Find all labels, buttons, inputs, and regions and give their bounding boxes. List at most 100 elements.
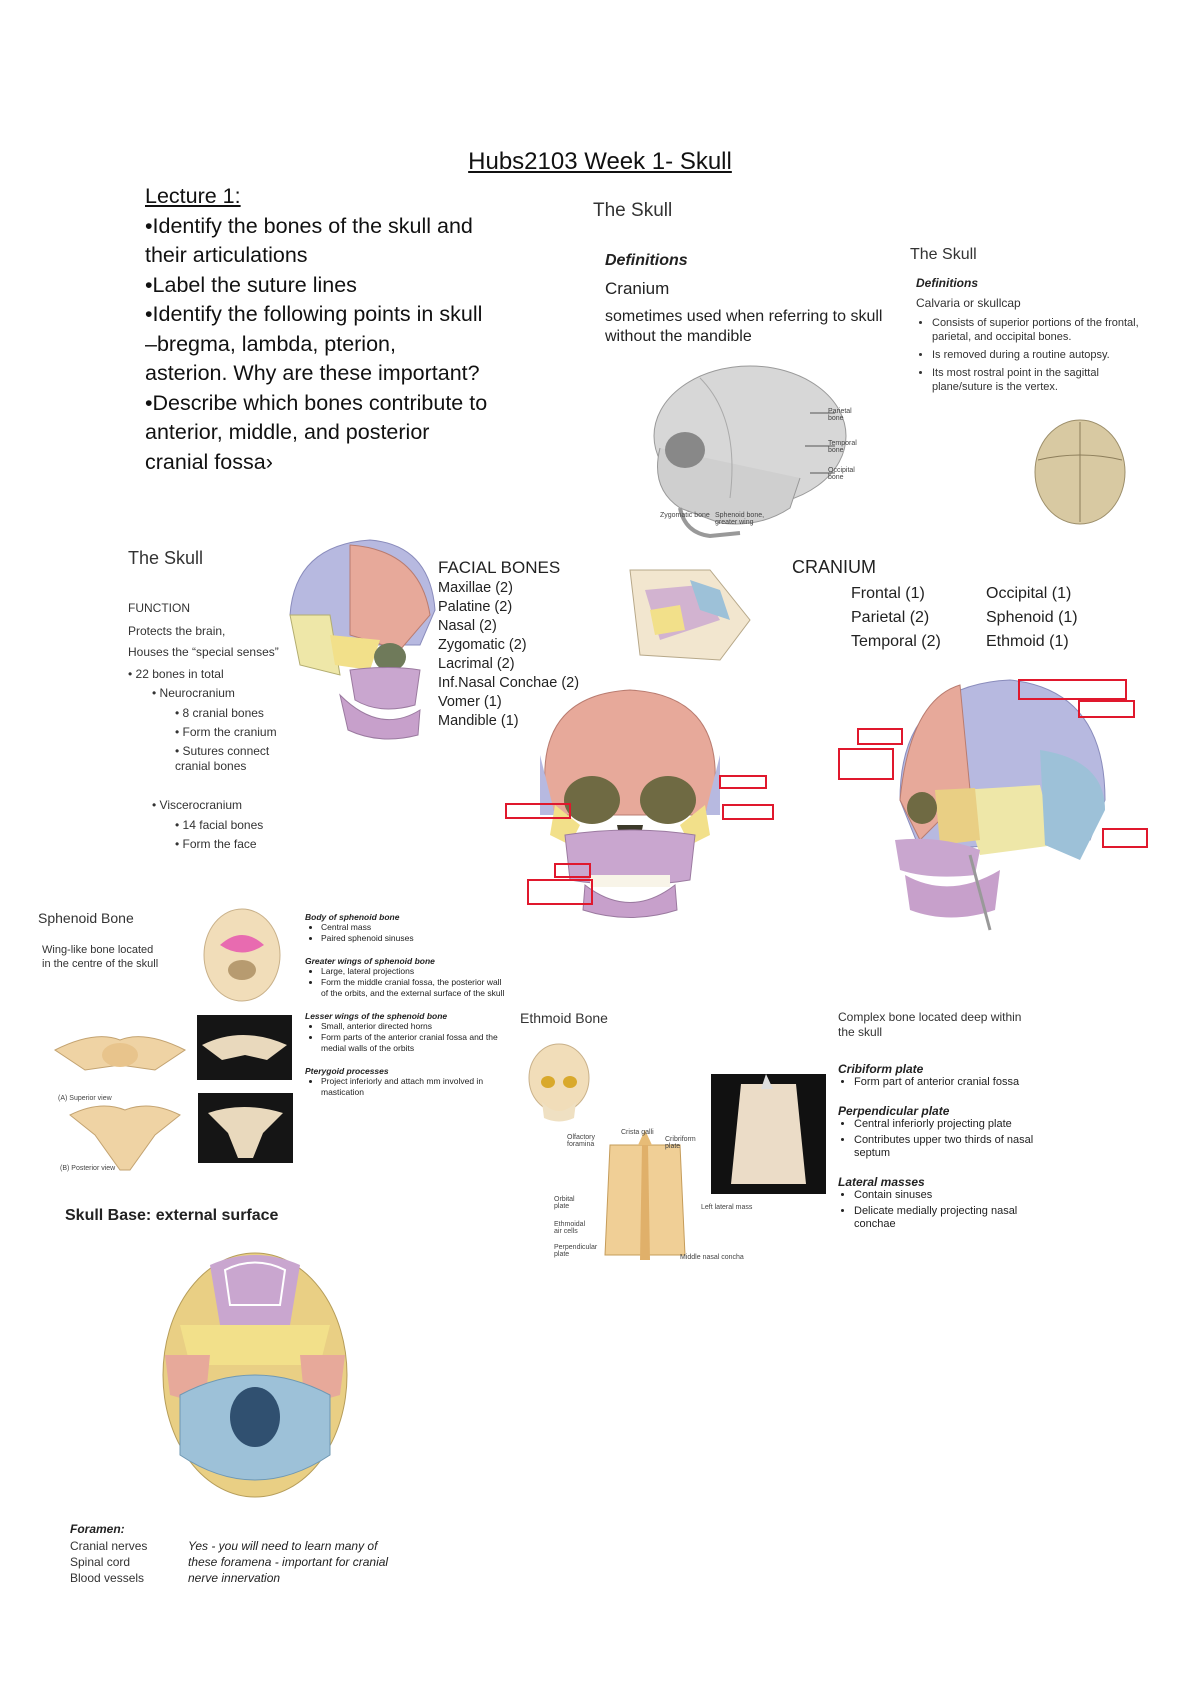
skull-def-title: The Skull xyxy=(593,200,673,221)
calvaria-bullet: Consists of superior portions of the fro… xyxy=(932,316,1157,344)
section-items: Project inferiorly and attach mm involve… xyxy=(305,1076,505,1098)
foramen-list: Cranial nerves Spinal cord Blood vessels xyxy=(70,1538,147,1586)
facial-bone-item: Nasal (2) xyxy=(438,618,497,634)
section-heading: Body of sphenoid bone xyxy=(305,912,400,922)
facial-bone-item: Inf.Nasal Conchae (2) xyxy=(438,675,580,691)
label-parietal: Parietal bone xyxy=(828,408,852,422)
section-item: Contain sinuses xyxy=(854,1189,1038,1202)
highlight-box xyxy=(1018,679,1127,700)
objective-line: –bregma, lambda, pterion, xyxy=(145,331,396,356)
section-heading: Greater wings of sphenoid bone xyxy=(305,956,435,966)
section-item: Paired sphenoid sinuses xyxy=(321,933,505,944)
facial-bones-heading: FACIAL BONES xyxy=(438,558,561,577)
function-heading: FUNCTION xyxy=(128,601,190,615)
section-heading: Lateral masses xyxy=(838,1175,925,1189)
cranium-item: Frontal (1) xyxy=(851,585,925,602)
foramen-item: Spinal cord xyxy=(70,1555,131,1569)
ethmoid-label: Olfactory foramina xyxy=(567,1134,596,1148)
facial-bone-item: Maxillae (2) xyxy=(438,580,513,596)
ethmoid-label: Crista galli xyxy=(621,1129,654,1136)
section-item: Form part of anterior cranial fossa xyxy=(854,1076,1038,1089)
foramen-note: Yes - you will need to learn many of the… xyxy=(188,1539,389,1585)
highlight-box xyxy=(527,879,593,905)
ethmoid-photo xyxy=(711,1074,826,1194)
sphenoid-section: Pterygoid processes Project inferiorly a… xyxy=(305,1066,505,1098)
ethmoid-label: Cribriform plate xyxy=(665,1136,696,1150)
lecture-heading: Lecture 1: xyxy=(145,184,241,208)
cranium-item: Temporal (2) xyxy=(851,633,941,650)
viscerocranium-text: Viscerocranium xyxy=(159,798,243,812)
section-heading: Lesser wings of the sphenoid bone xyxy=(305,1011,448,1021)
calvaria-term: Calvaria or skullcap xyxy=(916,296,1021,310)
visc-item: • Form the face xyxy=(175,837,257,851)
neurocranium-text: Neurocranium xyxy=(159,686,235,700)
highlight-box xyxy=(722,804,774,820)
cranium-term: Cranium xyxy=(605,279,670,298)
highlight-box xyxy=(838,748,894,780)
highlight-box xyxy=(719,775,767,789)
neuro-item: • Sutures connect cranial bones xyxy=(175,744,270,773)
label-sphenoid: Sphenoid bone, greater wing xyxy=(715,512,765,526)
facial-bone-item: Zygomatic (2) xyxy=(438,637,527,653)
section-item: Form parts of the anterior cranial fossa… xyxy=(321,1032,505,1054)
section-item: Contributes upper two thirds of nasal se… xyxy=(854,1134,1038,1160)
facial-bone-item: Vomer (1) xyxy=(438,694,502,710)
ethmoid-sections: Cribiform plate Form part of anterior cr… xyxy=(838,1062,1038,1231)
ethmoid-section: Perpendicular plate Central inferiorly p… xyxy=(838,1104,1038,1160)
section-item: Project inferiorly and attach mm involve… xyxy=(321,1076,505,1098)
ethmoid-label: Ethmoidal air cells xyxy=(554,1221,586,1235)
cranium-heading: CRANIUM xyxy=(792,557,876,577)
function-line2: Houses the “special senses” xyxy=(128,645,279,659)
section-items: Central mass Paired sphenoid sinuses xyxy=(305,922,505,944)
anterior-skull-illustration xyxy=(540,689,720,918)
facial-bone-item: Mandible (1) xyxy=(438,713,519,729)
lecture-objectives: Lecture 1: •Identify the bones of the sk… xyxy=(145,182,545,477)
section-item: Form the middle cranial fossa, the poste… xyxy=(321,977,505,999)
sphenoid-section: Lesser wings of the sphenoid bone Small,… xyxy=(305,1011,505,1054)
visc-item: • 14 facial bones xyxy=(175,818,264,832)
highlight-box xyxy=(857,728,903,745)
ethmoid-label: Left lateral mass xyxy=(701,1204,753,1211)
skull-def2-title: The Skull xyxy=(910,246,977,263)
neuro-item-text: 8 cranial bones xyxy=(182,706,264,720)
sphenoid-title: Sphenoid Bone xyxy=(38,910,134,926)
section-item: Small, anterior directed horns xyxy=(321,1021,505,1032)
foramen-item: Blood vessels xyxy=(70,1571,145,1585)
ethmoid-title: Ethmoid Bone xyxy=(520,1010,608,1026)
label-occipital: Occipital bone xyxy=(828,467,855,481)
lateral-colored-skull-illustration xyxy=(895,679,1106,931)
foramen-heading: Foramen: xyxy=(70,1522,125,1536)
section-item: Delicate medially projecting nasal conch… xyxy=(854,1205,1038,1231)
page-title: Hubs2103 Week 1- Skull xyxy=(468,148,732,175)
sphenoid-section: Greater wings of sphenoid bone Large, la… xyxy=(305,956,505,999)
objective-line: cranial fossa› xyxy=(145,449,273,474)
ethmoid-section: Lateral masses Contain sinuses Delicate … xyxy=(838,1175,1038,1231)
objective-line: •Label the suture lines xyxy=(145,272,357,297)
neuro-item: • Form the cranium xyxy=(175,725,277,739)
colored-skull-illustration xyxy=(289,539,436,740)
cranium-item: Occipital (1) xyxy=(986,585,1072,602)
bones-total-text: 22 bones in total xyxy=(135,667,224,681)
highlight-box xyxy=(554,863,591,878)
ethmoid-label: Perpendicular plate xyxy=(554,1244,598,1258)
visc-item-text: Form the face xyxy=(182,837,257,851)
ethmoid-section: Cribiform plate Form part of anterior cr… xyxy=(838,1062,1038,1089)
objective-line: their articulations xyxy=(145,243,308,267)
sphenoid-view2: (B) Posterior view xyxy=(60,1165,116,1172)
cranium-col2: Occipital (1) Sphenoid (1) Ethmoid (1) xyxy=(986,582,1078,654)
section-item: Central mass xyxy=(321,922,505,933)
skull-function-title: The Skull xyxy=(128,548,204,568)
skull-base-title: Skull Base: external surface xyxy=(65,1207,279,1224)
ethmoid-desc: Complex bone located deep within the sku… xyxy=(838,1010,1022,1039)
section-items: Contain sinuses Delicate medially projec… xyxy=(838,1189,1038,1231)
sphenoid-desc: Wing-like bone located in the centre of … xyxy=(42,944,159,970)
sphenoid-section: Body of sphenoid bone Central mass Paire… xyxy=(305,912,505,944)
skull-base-illustration xyxy=(162,1252,348,1498)
section-heading: Pterygoid processes xyxy=(305,1066,389,1076)
calvaria-illustration xyxy=(1034,419,1126,525)
section-item: Large, lateral projections xyxy=(321,966,505,977)
section-items: Large, lateral projections Form the midd… xyxy=(305,966,505,999)
definitions-heading: Definitions xyxy=(605,252,688,269)
calvaria-bullet: Its most rostral point in the sagittal p… xyxy=(932,366,1157,394)
highlight-box xyxy=(1102,828,1148,848)
